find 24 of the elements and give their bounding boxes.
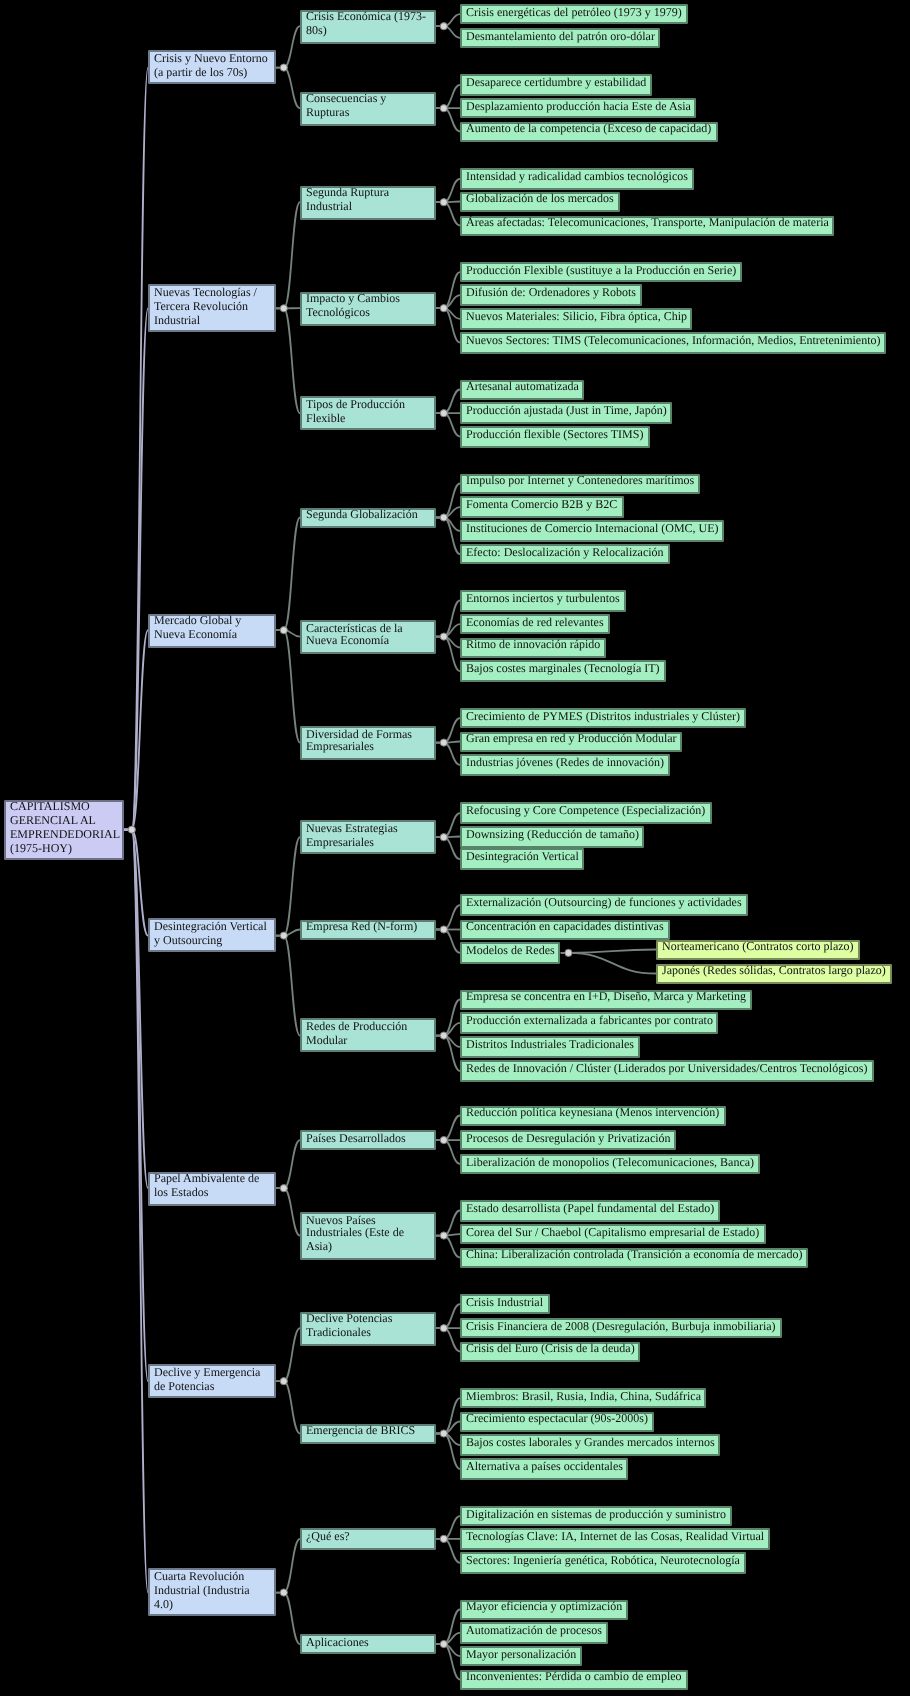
- connector-line: [435, 635, 461, 672]
- connector-line: [275, 1187, 301, 1237]
- connector-line: [275, 1591, 301, 1645]
- connector-line: [435, 1538, 461, 1564]
- connector-line: [435, 1234, 461, 1259]
- connector-line: [435, 741, 461, 766]
- connector-line: [435, 201, 461, 227]
- connector-line: [275, 629, 301, 744]
- connector-line: [435, 107, 461, 133]
- connector-line: [435, 25, 461, 39]
- connector-line: [275, 934, 301, 1037]
- connector-line: [275, 66, 301, 110]
- connector-line: [435, 1034, 461, 1072]
- connector-line: [435, 1327, 461, 1353]
- connector-line: [559, 952, 657, 975]
- connector-line: [435, 1432, 461, 1470]
- connector-line: [123, 828, 149, 1594]
- connector-line: [275, 1380, 301, 1435]
- connector-line: [275, 307, 301, 415]
- connector-line: [435, 836, 461, 860]
- connector-line: [435, 307, 461, 344]
- connector-line: [435, 412, 461, 438]
- connector-line: [435, 516, 461, 555]
- connector-line: [435, 928, 461, 954]
